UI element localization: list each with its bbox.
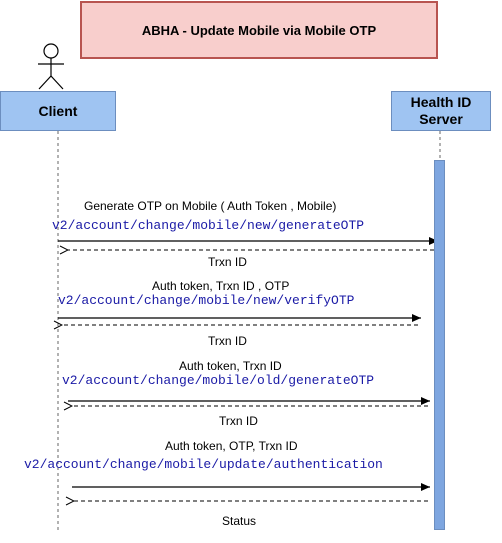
request-label-2: Auth token, Trxn ID , OTP bbox=[152, 279, 290, 293]
api-endpoint-1: v2/account/change/mobile/new/generateOTP bbox=[52, 218, 365, 233]
server-participant: Health ID Server bbox=[391, 91, 491, 131]
client-participant: Client bbox=[0, 91, 116, 131]
api-endpoint-2: v2/account/change/mobile/new/verifyOTP bbox=[58, 293, 355, 308]
server-activation-bar bbox=[434, 160, 445, 530]
response-label-3: Trxn ID bbox=[219, 414, 258, 428]
server-participant-line1: Health ID bbox=[410, 94, 472, 110]
client-actor-icon bbox=[38, 43, 64, 90]
response-label-2: Trxn ID bbox=[208, 334, 247, 348]
server-participant-line2: Server bbox=[419, 111, 463, 127]
diagram-title: ABHA - Update Mobile via Mobile OTP bbox=[80, 1, 438, 59]
api-endpoint-3: v2/account/change/mobile/old/generateOTP bbox=[62, 373, 375, 388]
request-label-1: Generate OTP on Mobile ( Auth Token , Mo… bbox=[84, 199, 337, 213]
request-label-4: Auth token, OTP, Trxn ID bbox=[165, 439, 298, 453]
response-label-4: Status bbox=[222, 514, 257, 528]
response-label-1: Trxn ID bbox=[208, 255, 247, 269]
request-label-3: Auth token, Trxn ID bbox=[179, 359, 282, 373]
api-endpoint-4: v2/account/change/mobile/update/authenti… bbox=[24, 457, 383, 472]
